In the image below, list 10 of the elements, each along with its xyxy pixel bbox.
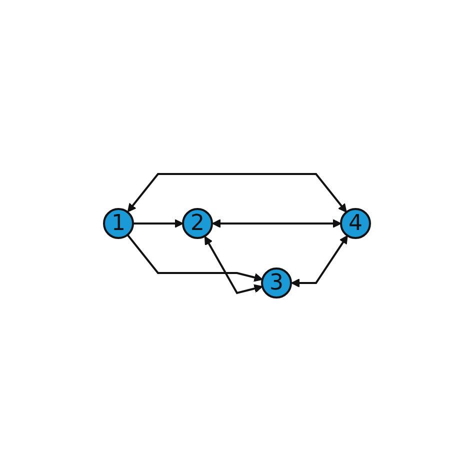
node-circle: 1 xyxy=(103,208,134,239)
arrow xyxy=(133,218,184,228)
node-circle: 3 xyxy=(261,267,292,298)
arrow xyxy=(127,172,347,212)
arrow xyxy=(212,218,342,228)
arrow xyxy=(204,236,263,294)
node-circle: 2 xyxy=(182,208,213,239)
node-circle: 4 xyxy=(340,208,371,239)
arrow xyxy=(291,234,348,288)
arrow xyxy=(126,234,263,282)
